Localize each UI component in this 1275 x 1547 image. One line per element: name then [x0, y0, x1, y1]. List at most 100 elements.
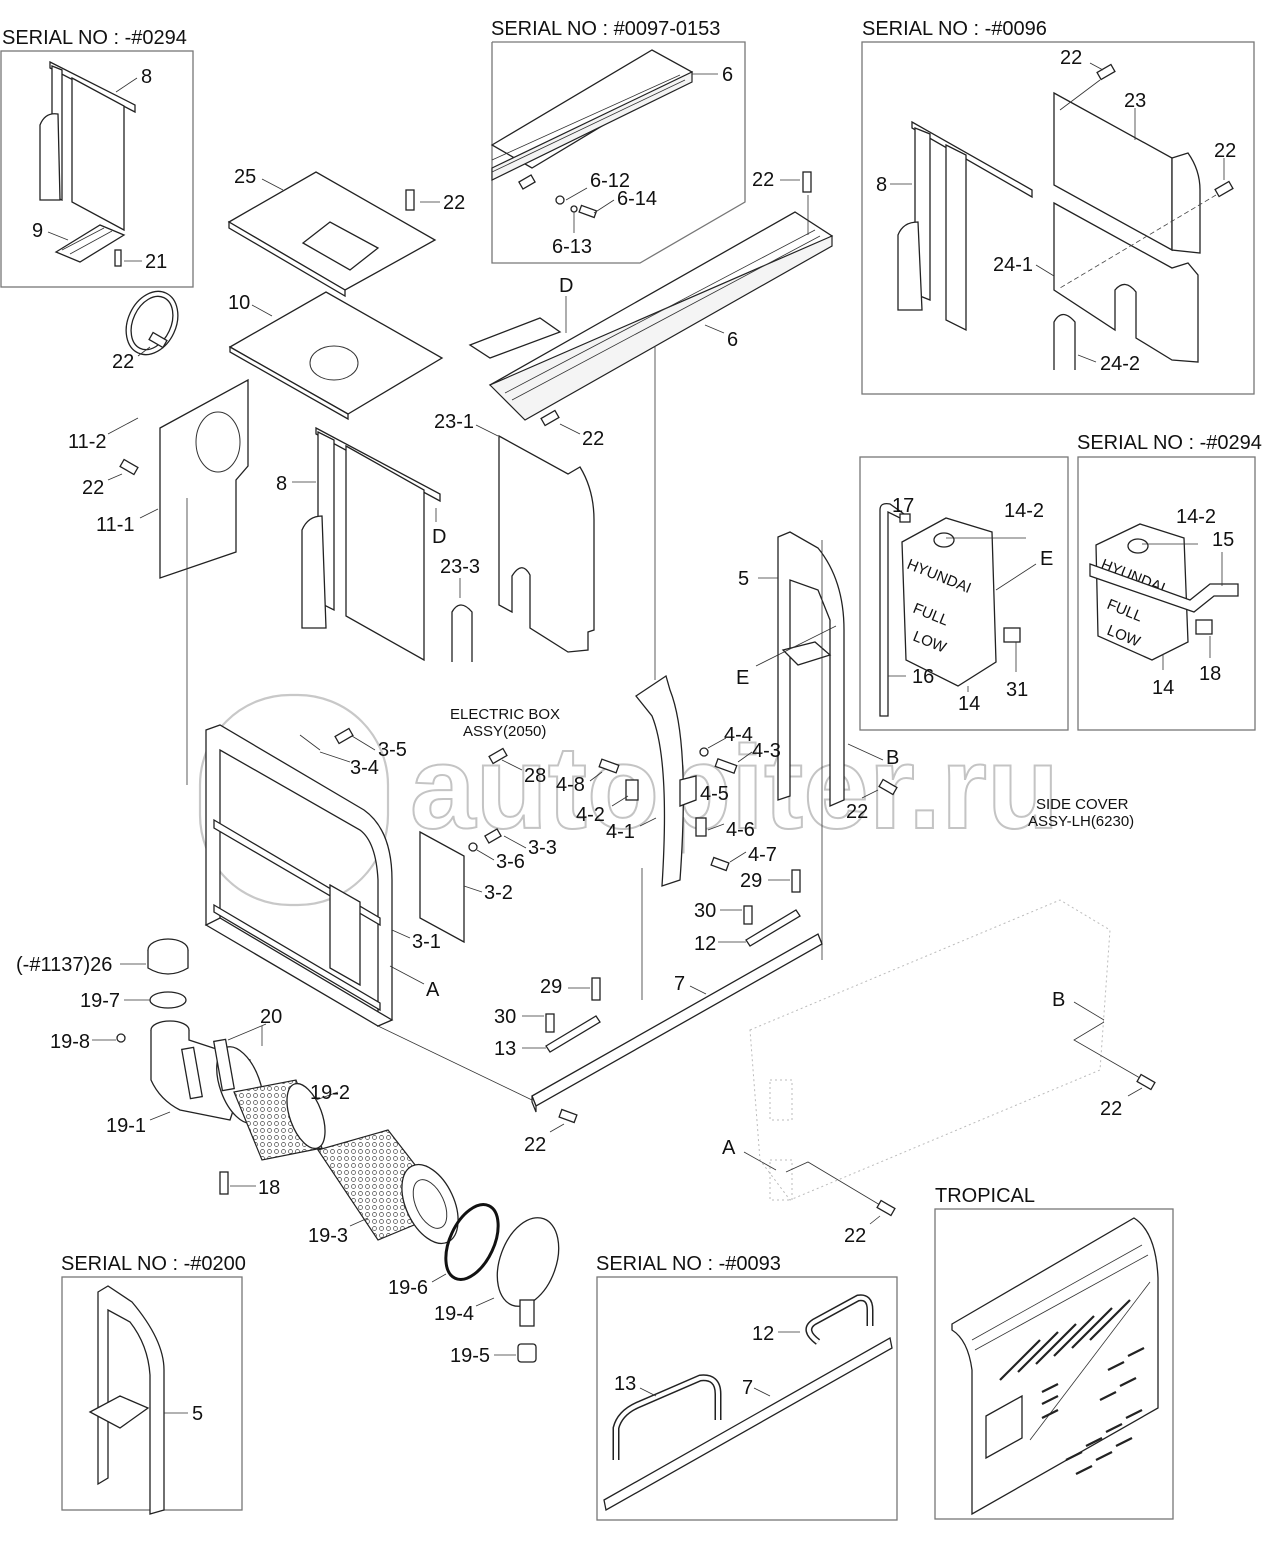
callout-5: 5: [738, 568, 749, 590]
bolt-29: [791, 869, 801, 893]
bolt-29: [591, 977, 601, 1001]
bolts-22: [1096, 63, 1234, 198]
part-grille-25: [227, 171, 437, 298]
callout-7: 7: [742, 1377, 753, 1399]
callout-24-1: 24-1: [993, 254, 1033, 276]
callout-3-5: 3-5: [378, 739, 407, 761]
part-cover-3-2: [419, 830, 465, 944]
washer-4-4: [699, 747, 709, 757]
callout-3-1: 3-1: [412, 931, 441, 953]
callout-7: 7: [674, 973, 685, 995]
callout-19-8: 19-8: [50, 1031, 90, 1053]
callout-A: A: [722, 1137, 736, 1159]
callout-4-8: 4-8: [556, 774, 585, 796]
bolt-4-7: [710, 856, 730, 872]
callout-3-2: 3-2: [484, 882, 513, 904]
part-bracket-8: [39, 60, 136, 232]
callout-D: D: [432, 526, 446, 548]
callout-28: 28: [524, 765, 546, 787]
callout-4-7: 4-7: [748, 844, 777, 866]
callout-4-4: 4-4: [724, 724, 753, 746]
bolt-18: [219, 1171, 229, 1195]
callout-26: (-#1137)26: [16, 954, 112, 976]
callout-13: 13: [494, 1038, 516, 1060]
callout-22: 22: [524, 1134, 546, 1156]
inset-top-left: SERIAL NO : -#0294 8 9 21: [0, 27, 194, 288]
inset-tank-left: HYUNDAI FULL LOW 17 14-2 E 16 14 31: [859, 456, 1069, 731]
part-cap-26: [147, 938, 189, 975]
callout-17: 17: [892, 495, 914, 517]
part-bracket-8: [897, 120, 1033, 332]
bolt-22: [405, 189, 415, 211]
inset-top-middle: SERIAL NO : #0097-0153 6 6-12 6-14 6-13: [490, 18, 746, 264]
callout-9: 9: [32, 220, 43, 242]
side-cover-label-line1: SIDE COVER: [1036, 796, 1129, 813]
inset-frame: [861, 41, 1255, 395]
part-fitting-17: [899, 513, 911, 523]
watermark: autopiter.ru: [198, 693, 1060, 907]
inset-frame: [596, 1276, 898, 1521]
inset-frame: [0, 50, 194, 288]
callout-18: 18: [258, 1177, 280, 1199]
inset-bottom-middle: SERIAL NO : -#0093 12 13 7: [596, 1253, 898, 1521]
electric-box-label-line1: ELECTRIC BOX: [450, 706, 560, 723]
callout-14-2: 14-2: [1004, 500, 1044, 522]
callout-31: 31: [1006, 679, 1028, 701]
bolt-30: [545, 1013, 555, 1033]
callout-19-4: 19-4: [434, 1303, 474, 1325]
callout-23: 23: [1124, 90, 1146, 112]
callout-24-2: 24-2: [1100, 353, 1140, 375]
callout-11-1: 11-1: [96, 514, 135, 536]
bolt-31: [1003, 627, 1021, 643]
part-4-6: [695, 817, 707, 837]
part-cover-19-4: [496, 1217, 560, 1327]
callout-22: 22: [844, 1225, 866, 1247]
part-plug-19-8: [116, 1033, 126, 1043]
watermark-logo-ring: [198, 693, 390, 907]
side-cover-label-line2: ASSY-LH(6230): [1028, 813, 1134, 830]
inset-top-right: SERIAL NO : -#0096 22 23 22 8: [861, 18, 1255, 395]
electric-box-label-line2: ASSY(2050): [463, 723, 546, 740]
washer-3-6: [468, 842, 478, 852]
part-band-15: [1089, 563, 1239, 613]
callout-B: B: [886, 747, 899, 769]
callout-12: 12: [694, 933, 716, 955]
part-rail-6-detail: [490, 49, 694, 219]
inset-bottom-left: SERIAL NO : -#0200 5: [61, 1253, 246, 1515]
part-bracket-4-1: [625, 674, 707, 887]
callout-23-3: 23-3: [440, 556, 480, 578]
callout-15: 15: [1212, 529, 1234, 551]
callout-12: 12: [752, 1323, 774, 1345]
callout-8: 8: [141, 66, 152, 88]
callout-5: 5: [192, 1403, 203, 1425]
bolt-4-3: [714, 757, 738, 775]
bolt-4-8: [598, 758, 620, 774]
inset-title: SERIAL NO : -#0096: [862, 18, 1047, 40]
callout-A: A: [426, 979, 440, 1001]
callout-22: 22: [82, 477, 104, 499]
callout-4-6: 4-6: [726, 819, 755, 841]
part-4-5: [679, 775, 697, 807]
inset-tank-right: SERIAL NO : -#0294 HYUNDAI FULL LOW 14-2…: [1077, 432, 1262, 731]
callout-22: 22: [443, 192, 465, 214]
callout-8: 8: [276, 473, 287, 495]
callout-10: 10: [228, 292, 250, 314]
part-valve-19-5: [517, 1343, 537, 1363]
callout-23-1: 23-1: [434, 411, 474, 433]
callout-22: 22: [1100, 1098, 1122, 1120]
part-cover-23-1: [498, 434, 595, 653]
callout-3-4: 3-4: [350, 757, 379, 779]
callout-D: D: [559, 275, 573, 297]
callout-4-3: 4-3: [752, 740, 781, 762]
part-cover-23: [1053, 91, 1201, 254]
part-plate-9: [54, 224, 126, 263]
callout-18: 18: [1199, 663, 1221, 685]
part-panel-11-1: [159, 378, 249, 579]
callout-22: 22: [1060, 47, 1082, 69]
part-trim-24-2: [1053, 313, 1076, 370]
inset-title: SERIAL NO : -#0294: [1077, 432, 1262, 454]
bolt-3-3: [484, 828, 502, 844]
callout-13: 13: [614, 1373, 636, 1395]
part-4-2: [625, 779, 639, 801]
